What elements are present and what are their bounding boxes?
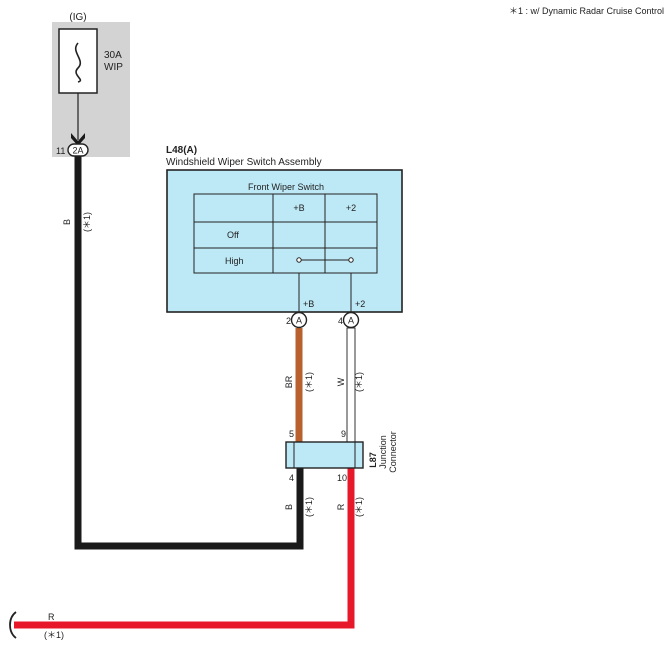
contact-2-dot (348, 257, 354, 263)
junction-pin-4: 4 (289, 473, 294, 483)
col-header-2: +2 (346, 203, 356, 213)
col-header-b: +B (293, 203, 304, 213)
wire-label-r-lower: R (336, 503, 346, 510)
switch-name: Windshield Wiper Switch Assembly (166, 157, 322, 168)
wire-label-b-main: B (62, 219, 72, 225)
terminal-2: +2 (355, 299, 365, 309)
junction-name-2: Connector (388, 431, 398, 473)
wire-label-br: BR (284, 375, 294, 388)
junction-pin-9: 9 (341, 429, 346, 439)
wire-note-b-main: (＊1) (82, 212, 92, 232)
junction-pin-10: 10 (337, 473, 347, 483)
junction-pin-5: 5 (289, 429, 294, 439)
power-label: (IG) (69, 12, 86, 23)
junction-code: L87 (368, 452, 378, 468)
row-high: High (225, 256, 244, 266)
wire-break-icon (9, 611, 17, 639)
switch-table (193, 193, 378, 274)
pin-2: 4 (338, 316, 343, 326)
switch-table-title: Front Wiper Switch (248, 182, 324, 192)
switch-code: L48(A) (166, 145, 197, 156)
fuse-symbol (58, 28, 98, 94)
contact-b-dot (296, 257, 302, 263)
connector-2a-label: 2A (72, 146, 83, 156)
connector-a-pin2 (290, 311, 308, 329)
connector-2a (67, 143, 89, 157)
connector-a-pin4-label: A (348, 316, 354, 326)
row-off: Off (227, 230, 239, 240)
wire-note-w: (＊1) (354, 372, 364, 392)
wire-note-r-lower: (＊1) (354, 497, 364, 517)
wire-note-r-bottom: (＊1) (44, 630, 64, 640)
wire-red (14, 468, 355, 629)
terminal-b: +B (303, 299, 314, 309)
wire-label-r-bottom: R (48, 612, 55, 622)
fuse-icon (74, 42, 82, 83)
junction-name-1: Junction (378, 435, 388, 469)
footnote: ＊1 : w/ Dynamic Radar Cruise Control (509, 6, 664, 16)
wire-label-b-lower: B (284, 504, 294, 510)
pin-b: 2 (286, 316, 291, 326)
connector-a-pin2-label: A (296, 316, 302, 326)
power-pin: 11 (56, 146, 65, 156)
wire-label-w: W (336, 377, 346, 386)
wire-note-b-lower: (＊1) (304, 497, 314, 517)
junction-connector (285, 441, 364, 469)
fuse-name: WIP (104, 62, 123, 73)
wire-black-main (74, 155, 304, 550)
connector-a-pin4 (342, 311, 360, 329)
wire-note-br: (＊1) (304, 372, 314, 392)
fuse-amp: 30A (104, 50, 122, 61)
